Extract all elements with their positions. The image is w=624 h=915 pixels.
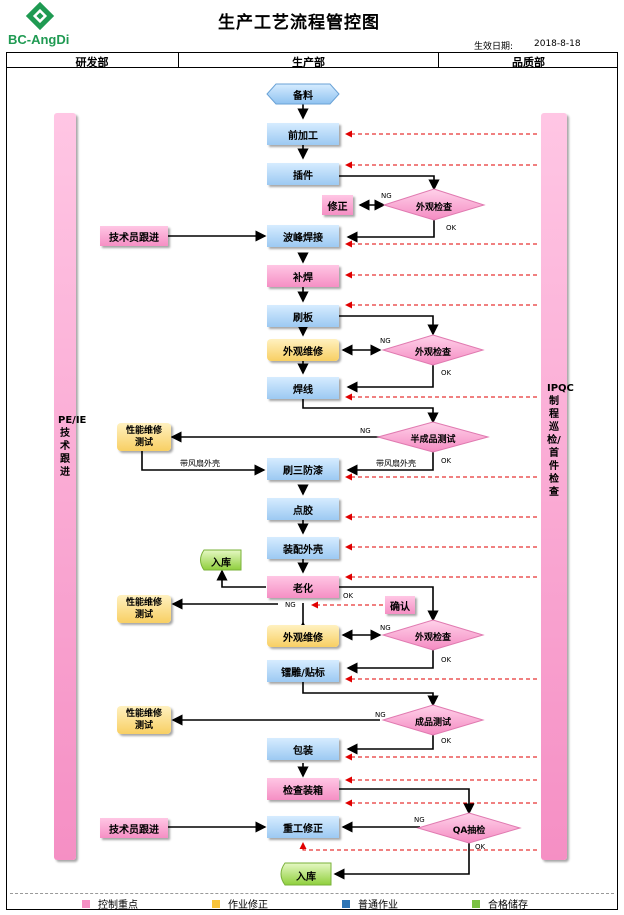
rework-solder-node: 补焊 xyxy=(267,265,339,287)
appearance-repair-node-1: 外观维修 xyxy=(267,339,339,361)
ipqc-bar xyxy=(541,113,567,860)
ng-label: NG xyxy=(414,816,425,824)
legend-item-control: 控制重点 xyxy=(82,896,138,911)
appearance-check-diamond-3 xyxy=(381,619,485,651)
insert-node: 插件 xyxy=(267,163,339,185)
wave-solder-node: 波峰焊接 xyxy=(267,225,339,247)
outer-frame xyxy=(6,52,618,910)
legend-swatch xyxy=(212,899,220,908)
qa-sampling-label: QA抽检 xyxy=(452,826,486,836)
appearance-repair-node-2: 外观维修 xyxy=(267,625,339,647)
legend-label: 控制重点 xyxy=(98,900,138,911)
legend-label: 普通作业 xyxy=(358,900,398,911)
ipqc-bar-label: IPQC制程巡检/首件检查 xyxy=(547,383,574,498)
preprocess-node: 前加工 xyxy=(267,123,339,145)
legend-swatch xyxy=(82,899,90,908)
store-label-2: 入库 xyxy=(296,872,316,883)
store-node-2: 入库 xyxy=(276,862,332,886)
legend-item-storage: 合格储存 xyxy=(472,896,528,911)
prep-node: 备料 xyxy=(266,83,340,105)
ng-label: NG xyxy=(380,337,391,345)
tech-follow-node-1: 技术员跟进 xyxy=(100,226,168,246)
dept-production: 生产部 xyxy=(292,56,325,69)
final-test-diamond xyxy=(381,704,485,736)
ok-label: OK xyxy=(446,224,457,232)
column-divider xyxy=(178,52,179,68)
perf-repair-node-1: 性能维修 测试 xyxy=(117,423,171,451)
appearance-check-label-1: 外观检查 xyxy=(415,203,452,213)
appearance-check-label-3: 外观检查 xyxy=(414,633,451,643)
legend-swatch xyxy=(472,899,480,908)
store-label-1: 入库 xyxy=(211,558,231,569)
ok-label: OK xyxy=(441,457,452,465)
glue-node: 点胶 xyxy=(267,498,339,520)
legend-item-normal: 普通作业 xyxy=(342,896,398,911)
appearance-check-diamond-2 xyxy=(381,334,485,366)
legend-label: 作业修正 xyxy=(228,900,268,911)
rework-fix-node: 重工修正 xyxy=(267,816,339,838)
perf-repair-node-3: 性能维修 测试 xyxy=(117,706,171,734)
ok-label: OK xyxy=(343,592,354,600)
store-shape xyxy=(200,549,242,571)
effective-date-label: 生效日期: xyxy=(474,42,514,52)
semi-test-diamond xyxy=(376,421,490,453)
appearance-check-label-2: 外观检查 xyxy=(414,348,451,358)
page-title: 生产工艺流程管控图 xyxy=(218,13,380,33)
brush-node: 刷板 xyxy=(267,305,339,327)
store-shape xyxy=(280,862,332,886)
fan-case-note-1: 带风扇外壳 xyxy=(180,459,220,468)
qa-sampling-diamond xyxy=(416,812,522,844)
legend-swatch xyxy=(342,899,350,908)
effective-date: 2018-8-18 xyxy=(534,39,581,49)
legend-label: 合格储存 xyxy=(488,900,528,911)
tech-follow-node-2: 技术员跟进 xyxy=(100,818,168,838)
company-logo: BC-AngDi xyxy=(6,1,76,47)
fan-case-note-2: 带风扇外壳 xyxy=(376,459,416,468)
confirm-node: 确认 xyxy=(385,596,415,614)
ok-label: OK xyxy=(441,656,452,664)
label-node: 镭雕/贴标 xyxy=(267,660,339,682)
ng-label: NG xyxy=(375,711,386,719)
logo-icon xyxy=(25,1,55,31)
logo-text: BC-AngDi xyxy=(8,32,70,47)
store-node-1: 入库 xyxy=(196,549,242,571)
pe-ie-bar xyxy=(54,113,76,860)
final-test-label: 成品测试 xyxy=(414,718,451,728)
ok-label: OK xyxy=(441,737,452,745)
perf-repair-node-2: 性能维修 测试 xyxy=(117,595,171,623)
ng-label: NG xyxy=(360,427,371,435)
ng-label: NG xyxy=(285,601,296,609)
repair-node: 修正 xyxy=(322,195,353,215)
legend-divider xyxy=(10,893,614,894)
assembly-node: 装配外壳 xyxy=(267,537,339,559)
aging-node: 老化 xyxy=(267,576,339,598)
semi-test-label: 半成品测试 xyxy=(410,435,456,445)
ok-label: OK xyxy=(441,369,452,377)
ok-label: OK xyxy=(475,843,486,851)
packing-node: 包装 xyxy=(267,738,339,760)
conformal-coat-node: 刷三防漆 xyxy=(267,458,339,480)
hexagon-shape xyxy=(266,83,340,105)
weld-wire-node: 焊线 xyxy=(267,377,339,399)
ng-label: NG xyxy=(380,624,391,632)
appearance-check-diamond-1 xyxy=(382,188,486,221)
column-divider xyxy=(438,52,439,68)
department-header-row xyxy=(6,52,618,68)
dept-rd: 研发部 xyxy=(75,56,109,69)
ng-label: NG xyxy=(381,192,392,200)
inspect-box-node: 检查装箱 xyxy=(267,778,339,800)
legend-item-correction: 作业修正 xyxy=(212,896,268,911)
prep-label: 备料 xyxy=(293,91,313,102)
dept-quality: 品质部 xyxy=(512,56,545,69)
